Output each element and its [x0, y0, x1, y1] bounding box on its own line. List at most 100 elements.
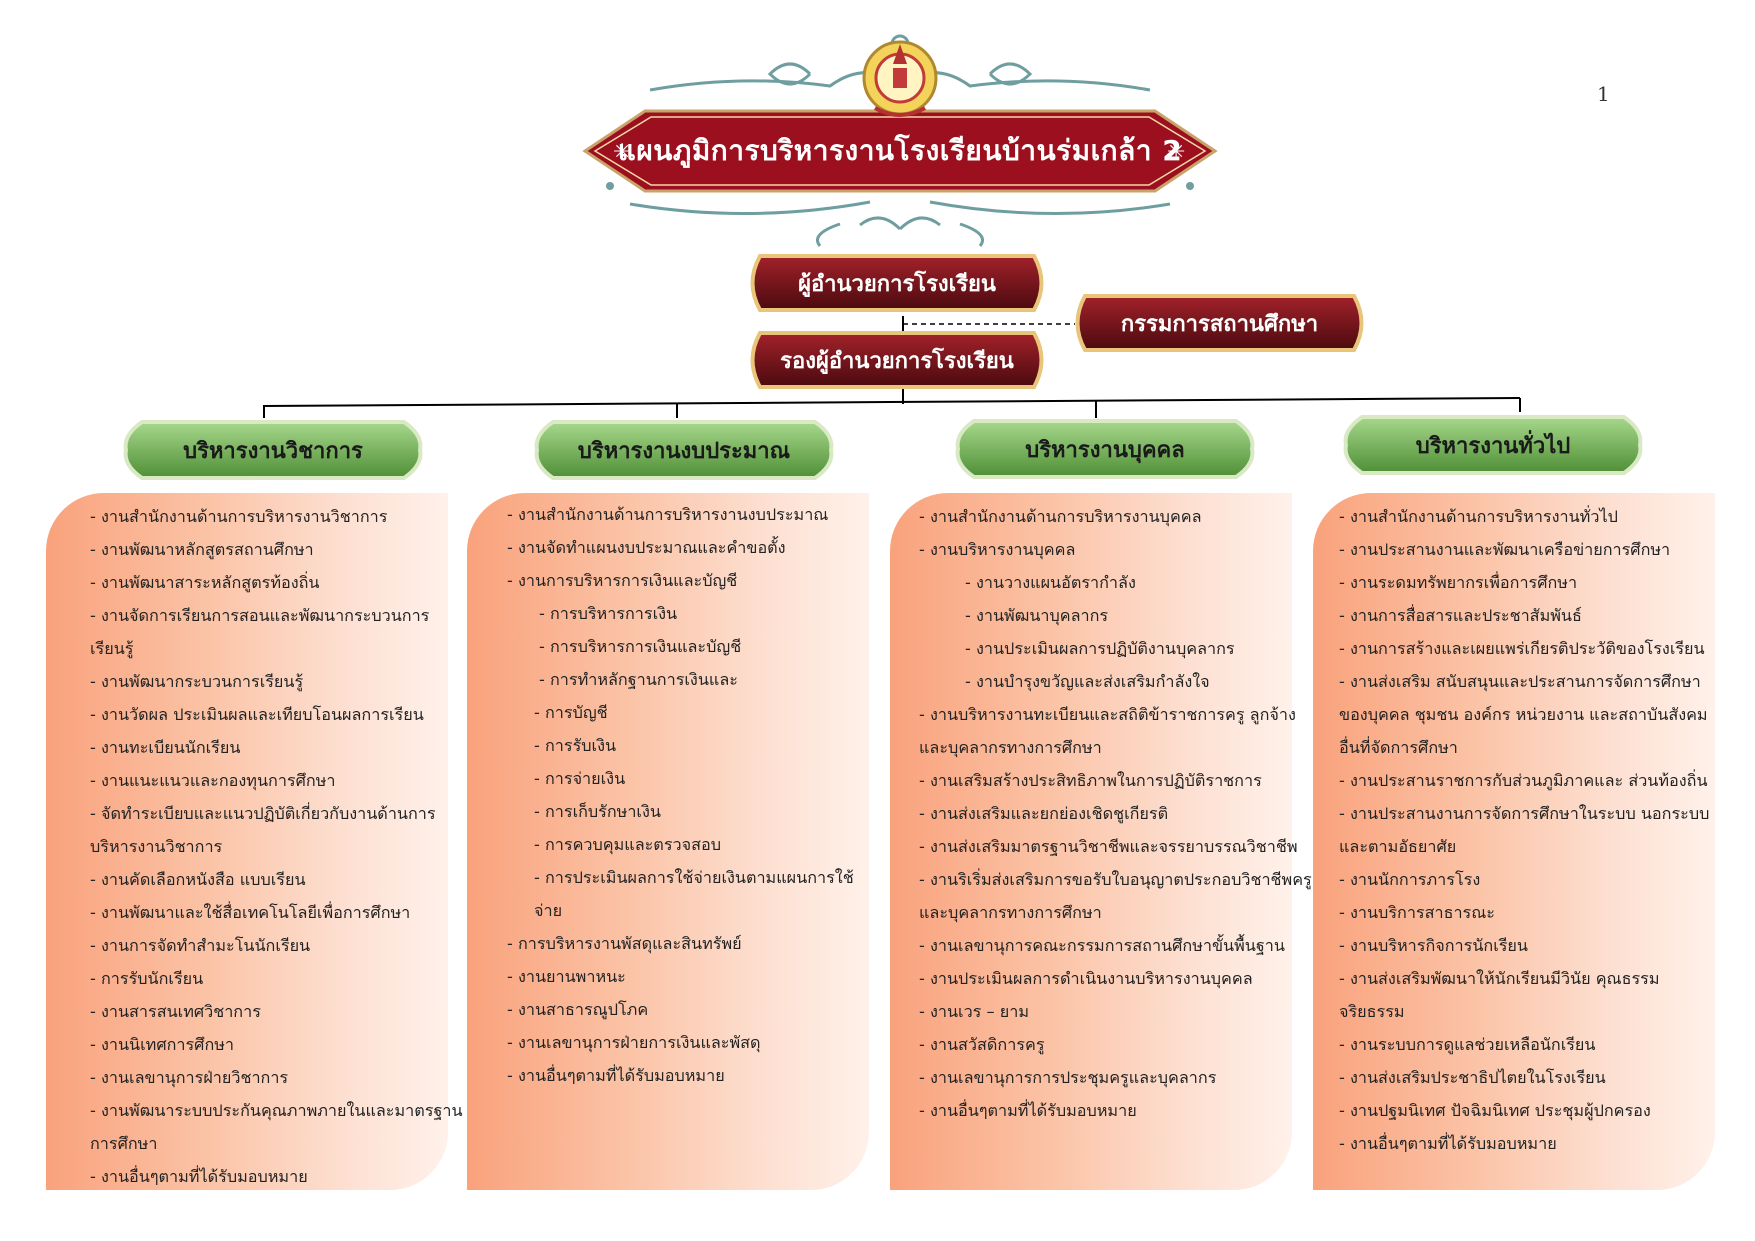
- list-item: - งานเลขานุการคณะกรรมการสถานศึกษาขั้นพื้…: [919, 936, 1285, 955]
- list-item: - งานวัดผล ประเมินผลและเทียบโอนผลการเรีย…: [90, 705, 424, 724]
- list-item: - งานส่งเสริมประชาธิปไตยในโรงเรียน: [1339, 1068, 1606, 1087]
- list-item: - งานนิเทศการศึกษา: [90, 1035, 235, 1054]
- list-item: - งานอื่นๆตามที่ได้รับมอบหมาย: [1339, 1134, 1557, 1153]
- list-item: - งานจัดการเรียนการสอนและพัฒนากระบวนการ: [90, 606, 430, 625]
- list-item: จริยธรรม: [1339, 1002, 1405, 1021]
- list-item: - งานสำนักงานด้านการบริหารงานงบประมาณ: [507, 505, 829, 524]
- list-item: - งานประเมินผลการปฏิบัติงานบุคลากร: [965, 639, 1235, 658]
- list-item: - งานระดมทรัพยากรเพื่อการศึกษา: [1339, 573, 1578, 592]
- list-item: - การบริหารการเงินและบัญชี: [539, 637, 742, 656]
- personnel-column: - งานสำนักงานด้านการบริหารงานบุคคล - งาน…: [890, 493, 1312, 1190]
- list-item: - งานส่งเสริมพัฒนาให้นักเรียนมีวินัย คุณ…: [1339, 969, 1660, 988]
- list-item: - งานบริหารงานบุคคล: [919, 540, 1076, 559]
- header-budget: บริหารงานงบประมาณ: [531, 419, 837, 481]
- header-budget-label: บริหารงานงบประมาณ: [577, 438, 791, 464]
- list-item: - งานประสานงานการจัดการศึกษาในระบบ นอกระ…: [1339, 804, 1710, 823]
- list-item: - งานคัดเลือกหนังสือ แบบเรียน: [90, 870, 306, 889]
- list-item: - การรับนักเรียน: [90, 969, 204, 988]
- list-item: - งานพัฒนาบุคลากร: [965, 606, 1109, 625]
- director-box: ผู้อำนวยการโรงเรียน: [742, 253, 1052, 313]
- list-item: - งานสารสนเทศวิชาการ: [90, 1002, 261, 1021]
- page-number: 1: [1597, 82, 1610, 106]
- academic-column: - งานสำนักงานด้านการบริหารงานวิชาการ - ง…: [46, 493, 463, 1190]
- list-item: และบุคลากรทางการศึกษา: [919, 903, 1102, 922]
- list-item: - งานจัดทำแผนงบประมาณและคำขอตั้ง: [507, 538, 786, 557]
- header-general: บริหารงานทั่วไป: [1340, 414, 1646, 476]
- list-item: บริหารงานวิชาการ: [90, 837, 223, 856]
- list-item: - งานประสานราชการกับส่วนภูมิภาคและ ส่วนท…: [1339, 771, 1708, 790]
- list-item: เรียนรู้: [90, 639, 134, 658]
- list-item: - งานส่งเสริมและยกย่องเชิดชูเกียรติ: [919, 804, 1169, 823]
- list-item: - งานสำนักงานด้านการบริหารงานทั่วไป: [1339, 507, 1618, 526]
- list-item: - งานส่งเสริมมาตรฐานวิชาชีพและจรรยาบรรณว…: [919, 837, 1298, 856]
- budget-column: - งานสำนักงานด้านการบริหารงานงบประมาณ - …: [467, 493, 869, 1190]
- list-item: - งานประสานงานและพัฒนาเครือข่ายการศึกษา: [1339, 540, 1671, 559]
- list-item: - งานพัฒนาหลักสูตรสถานศึกษา: [90, 540, 314, 559]
- deputy-box: รองผู้อำนวยการโรงเรียน: [742, 330, 1052, 390]
- list-item: - งานบำรุงขวัญและส่งเสริมกำลังใจ: [965, 672, 1210, 691]
- list-item: - การบัญชี: [534, 703, 608, 722]
- list-item: การศึกษา: [90, 1134, 158, 1153]
- list-item: - งานอื่นๆตามที่ได้รับมอบหมาย: [919, 1101, 1137, 1120]
- general-column: - งานสำนักงานด้านการบริหารงานทั่วไป - งา…: [1313, 493, 1715, 1190]
- list-item: - การควบคุมและตรวจสอบ: [534, 835, 721, 854]
- school-emblem: [862, 40, 938, 117]
- list-item: - งานทะเบียนนักเรียน: [90, 738, 241, 757]
- list-item: - งานวางแผนอัตรากำลัง: [965, 573, 1136, 592]
- list-item: - งานการจัดทำสำมะโนนักเรียน: [90, 936, 311, 955]
- list-item: - งานยานพาหนะ: [507, 967, 626, 986]
- list-item: - การบริหารการเงิน: [539, 604, 678, 623]
- list-item: - งานเวร – ยาม: [919, 1002, 1029, 1021]
- list-item: - การรับเงิน: [534, 736, 617, 755]
- list-item: จ่าย: [534, 901, 563, 920]
- list-item: - งานเลขานุการการประชุมครูและบุคลากร: [919, 1068, 1217, 1087]
- list-item: ของบุคคล ชุมชน องค์กร หน่วยงาน และสถาบัน…: [1339, 705, 1708, 724]
- list-item: - งานพัฒนาระบบประกันคุณภาพภายในและมาตรฐา…: [90, 1101, 463, 1120]
- header-academic-label: บริหารงานวิชาการ: [183, 438, 363, 464]
- deputy-label: รองผู้อำนวยการโรงเรียน: [780, 348, 1014, 374]
- list-item: - งานนักการภารโรง: [1339, 870, 1481, 889]
- list-item: และบุคลากรทางการศึกษา: [919, 738, 1102, 757]
- header-general-label: บริหารงานทั่วไป: [1415, 433, 1571, 459]
- list-item: - งานเลขานุการฝ่ายวิชาการ: [90, 1068, 289, 1087]
- title-banner: ✳ ✳: [582, 109, 1218, 193]
- list-item: - งานริเริ่มส่งเสริมการขอรับใบอนุญาตประก…: [919, 870, 1312, 889]
- list-item: - งานส่งเสริม สนับสนุนและประสานการจัดการ…: [1339, 672, 1701, 691]
- list-item: - การบริหารงานพัสดุและสินทรัพย์: [507, 934, 742, 953]
- svg-text:✳: ✳: [1167, 140, 1185, 165]
- list-item: - งานการบริหารการเงินและบัญชี: [507, 571, 738, 590]
- committee-box: กรรมการสถานศึกษา: [1067, 293, 1372, 353]
- svg-text:✳: ✳: [613, 140, 631, 165]
- list-item: และตามอัธยาศัย: [1339, 837, 1457, 856]
- list-item: - การเก็บรักษาเงิน: [534, 802, 661, 821]
- list-item: - งานสาธารณูปโภค: [507, 1000, 649, 1019]
- list-item: - งานพัฒนาสาระหลักสูตรท้องถิ่น: [90, 573, 320, 592]
- list-item: - การทำหลักฐานการเงินและ: [539, 670, 738, 689]
- list-item: อื่นที่จัดการศึกษา: [1339, 738, 1458, 757]
- list-item: - งานบริการสาธารณะ: [1339, 903, 1495, 922]
- list-item: - งานเสริมสร้างประสิทธิภาพในการปฏิบัติรา…: [919, 771, 1262, 790]
- list-item: - งานเลขานุการฝ่ายการเงินและพัสดุ: [507, 1033, 761, 1052]
- committee-label: กรรมการสถานศึกษา: [1120, 311, 1319, 337]
- list-item: - การจ่ายเงิน: [534, 769, 626, 788]
- list-item: - งานพัฒนากระบวนการเรียนรู้: [90, 672, 304, 691]
- list-item: - งานการสร้างและเผยแพร่เกียรติประวัติของ…: [1339, 639, 1705, 658]
- header-personnel: บริหารงานบุคคล: [952, 418, 1258, 480]
- list-item: - งานสวัสดิการครู: [919, 1035, 1045, 1054]
- list-item: - งานบริหารกิจการนักเรียน: [1339, 936, 1528, 955]
- list-item: - งานประเมินผลการดำเนินงานบริหารงานบุคคล: [919, 969, 1253, 988]
- chart-title: แผนภูมิการบริหารงานโรงเรียนบ้านร่มเกล้า …: [617, 134, 1183, 167]
- list-item: - งานบริหารงานทะเบียนและสถิติข้าราชการคร…: [919, 705, 1296, 724]
- list-item: - งานอื่นๆตามที่ได้รับมอบหมาย: [507, 1066, 725, 1085]
- list-item: - งานสำนักงานด้านการบริหารงานบุคคล: [919, 507, 1202, 526]
- list-item: - งานแนะแนวและกองทุนการศึกษา: [90, 771, 336, 790]
- title-ornament: [606, 34, 1194, 247]
- list-item: - งานระบบการดูแลช่วยเหลือนักเรียน: [1339, 1035, 1596, 1054]
- director-label: ผู้อำนวยการโรงเรียน: [798, 271, 996, 297]
- list-item: - งานพัฒนาและใช้สื่อเทคโนโลยีเพื่อการศึก…: [90, 903, 411, 922]
- list-item: - งานสำนักงานด้านการบริหารงานวิชาการ: [90, 507, 388, 526]
- header-personnel-label: บริหารงานบุคคล: [1025, 437, 1185, 463]
- list-item: - จัดทำระเบียบและแนวปฏิบัติเกี่ยวกับงานด…: [90, 804, 436, 823]
- header-academic: บริหารงานวิชาการ: [120, 419, 426, 481]
- list-item: - งานการสื่อสารและประชาสัมพันธ์: [1339, 606, 1582, 625]
